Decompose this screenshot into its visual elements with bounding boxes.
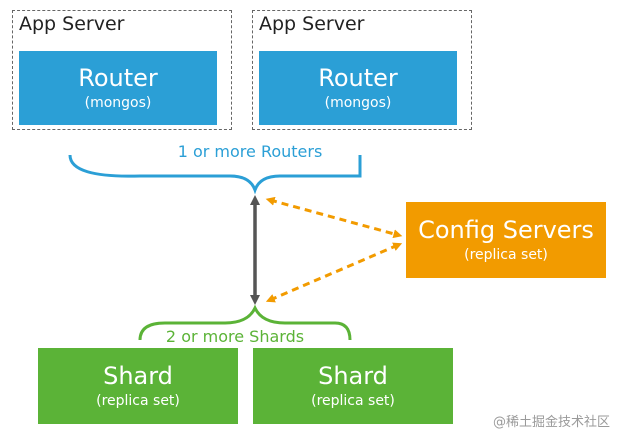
shards-caption: 2 or more Shards [165, 327, 305, 346]
watermark-text: @稀土掘金技术社区 [492, 415, 610, 430]
shard-box-1: Shard (replica set) [38, 348, 238, 424]
shard-subtitle: (replica set) [96, 393, 180, 409]
router-config-arrow [265, 196, 403, 239]
shards-brace [138, 304, 352, 341]
router-title: Router [318, 64, 398, 92]
app-server-2: App Server Router (mongos) [252, 10, 472, 130]
router-box-2: Router (mongos) [259, 51, 457, 125]
router-subtitle: (mongos) [324, 95, 392, 111]
config-subtitle: (replica set) [464, 247, 548, 263]
shard-box-2: Shard (replica set) [253, 348, 453, 424]
router-subtitle: (mongos) [84, 95, 152, 111]
shard-title: Shard [103, 362, 173, 390]
shard-title: Shard [318, 362, 388, 390]
app-server-label: App Server [19, 13, 125, 35]
router-title: Router [78, 64, 158, 92]
routers-brace [68, 154, 362, 195]
config-title: Config Servers [418, 216, 594, 244]
config-servers-box: Config Servers (replica set) [406, 202, 606, 278]
app-server-label: App Server [259, 13, 365, 35]
routers-caption: 1 or more Routers [177, 142, 323, 161]
app-server-1: App Server Router (mongos) [12, 10, 232, 130]
router-box-1: Router (mongos) [19, 51, 217, 125]
shard-config-arrow [265, 242, 403, 303]
shard-subtitle: (replica set) [311, 393, 395, 409]
